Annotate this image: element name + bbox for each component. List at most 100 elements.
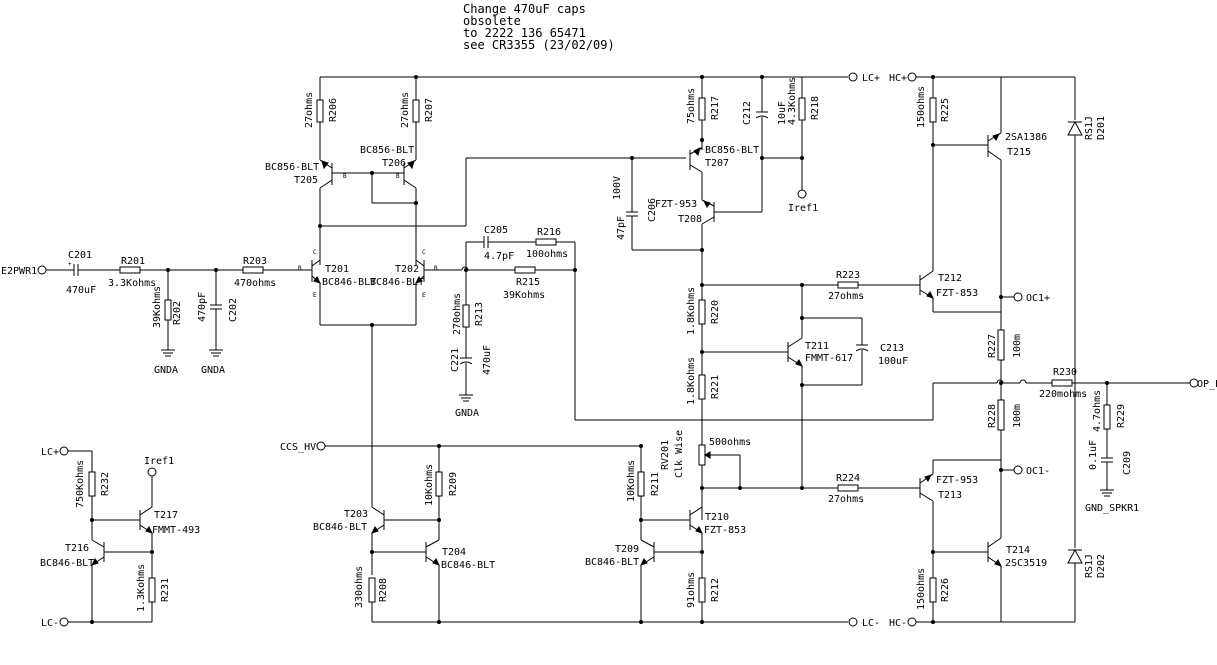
svg-text:+: + <box>68 261 72 268</box>
t217-ref: T217 <box>154 510 178 521</box>
iref-terminal-top[interactable] <box>797 189 807 199</box>
r211-value: 10Kohms <box>626 460 637 502</box>
input-stage: R206 27ohms R207 27ohms BC856-BLT T205 B… <box>265 77 686 500</box>
r217-value: 75ohms <box>686 88 697 124</box>
r221-value: 1.8Kohms <box>686 357 697 405</box>
t212-value: FZT-853 <box>936 288 978 299</box>
r209-ref: R209 <box>448 472 459 496</box>
t210-ref: T210 <box>705 512 729 523</box>
r206-value: 27ohms <box>304 92 315 128</box>
r230-resistor <box>1051 379 1073 387</box>
r230-ref: R230 <box>1053 367 1077 378</box>
c201-value: 470uF <box>66 285 96 296</box>
ccs-section: CCS_HV R209 10Kohms T203 BC846-BLT R208 … <box>280 441 746 622</box>
svg-text:E: E <box>422 292 426 299</box>
oc-minus-label: OC1- <box>1026 466 1050 477</box>
r209-resistor <box>435 471 443 497</box>
iref-label-bottom: Iref1 <box>144 456 174 467</box>
c212-ref: C212 <box>742 101 753 125</box>
t208-ref: T208 <box>678 214 702 225</box>
r224-value: 27ohms <box>828 494 864 505</box>
t206-value: BC856-BLT <box>360 145 414 156</box>
r226-ref: R226 <box>940 578 951 602</box>
r208-ref: R208 <box>378 578 389 602</box>
t209-ref: T209 <box>615 544 639 555</box>
r215-resistor <box>514 266 536 274</box>
r216-value: 100ohms <box>526 249 568 260</box>
rv201-note: Clk Wise <box>674 430 685 478</box>
r227-resistor <box>997 329 1005 361</box>
note-line-4: see CR3355 (23/02/09) <box>463 38 615 52</box>
lc-plus-terminal[interactable] <box>848 72 858 82</box>
r228-ref: R228 <box>987 404 998 428</box>
r209-value: 10Kohms <box>424 464 435 506</box>
t213-ref: T213 <box>938 490 962 501</box>
hc-minus-terminal[interactable] <box>907 617 917 627</box>
r208-resistor <box>368 577 376 603</box>
r203-resistor <box>242 266 264 274</box>
r223-resistor <box>837 281 859 289</box>
t208-value: FZT-953 <box>655 199 697 210</box>
r203-value: 470ohms <box>234 278 276 289</box>
t215-value: 2SA1386 <box>1005 132 1047 143</box>
input-terminal[interactable] <box>37 265 47 275</box>
svg-text:B: B <box>298 265 302 272</box>
r213-ref: R213 <box>474 302 485 326</box>
d201-ref: D201 <box>1096 116 1107 140</box>
r211-resistor <box>637 471 645 497</box>
output-label: OP_L <box>1197 379 1217 390</box>
c221-ref: C221 <box>450 348 461 372</box>
r224-ref: R224 <box>836 473 860 484</box>
oc-minus-terminal[interactable] <box>1013 465 1023 475</box>
r213-value: 270ohms <box>452 293 463 335</box>
hc-plus-label: HC+ <box>889 73 907 84</box>
r225-ref: R225 <box>940 98 951 122</box>
lc-plus-terminal-2[interactable] <box>59 446 69 456</box>
r206-ref: R206 <box>328 98 339 122</box>
r221-resistor <box>698 374 706 400</box>
ccs-terminal[interactable] <box>316 441 326 451</box>
r227-value: 100m <box>1012 334 1023 358</box>
r215-ref: R215 <box>516 277 540 288</box>
r232-ref: R232 <box>100 472 111 496</box>
hc-minus-label: HC- <box>889 618 907 629</box>
svg-text:B: B <box>396 173 400 180</box>
t201-ref: T201 <box>325 264 349 275</box>
output-terminal[interactable] <box>1189 378 1199 388</box>
c202-ref: C202 <box>228 298 239 322</box>
input-section: E2PWR1 C201 470uF + R201 3.3Kohms R202 3… <box>1 250 312 376</box>
r220-resistor <box>698 299 706 325</box>
c206-ref: C206 <box>647 198 658 222</box>
r202-ref: R202 <box>172 301 183 325</box>
oc-plus-label: OC1+ <box>1026 293 1050 304</box>
oc-plus-terminal[interactable] <box>1013 292 1023 302</box>
iref-terminal-bottom[interactable] <box>147 467 157 477</box>
lc-plus-label-2: LC+ <box>41 447 59 458</box>
change-note: Change 470uF caps obsolete to 2222 136 6… <box>463 2 615 52</box>
lc-minus-terminal-2[interactable] <box>59 617 69 627</box>
lc-minus-terminal[interactable] <box>848 617 858 627</box>
feedback-network: C205 4.7pF R216 100ohms R215 39Kohms R21… <box>450 225 1004 421</box>
r223-value: 27ohms <box>828 291 864 302</box>
c206-value: 47pF <box>616 216 627 240</box>
r203-ref: R203 <box>243 256 267 267</box>
hc-plus-terminal[interactable] <box>907 72 917 82</box>
r216-ref: R216 <box>537 227 561 238</box>
c202-value: 470pF <box>197 292 208 322</box>
lc-minus-rail: LC- <box>372 617 880 629</box>
lc-plus-label: LC+ <box>862 73 880 84</box>
c209-ref: C209 <box>1122 451 1133 475</box>
t216-ref: T216 <box>65 543 89 554</box>
c206-voltage: 100V <box>612 176 623 200</box>
r228-value: 100m <box>1012 404 1023 428</box>
t203-value: BC846-BLT <box>313 522 367 533</box>
c212-value: 10uF <box>777 101 788 125</box>
t209-value: BC846-BLT <box>585 557 639 568</box>
note-line-1: Change 470uF caps <box>463 2 586 16</box>
r218-resistor <box>798 97 806 121</box>
gnda-label-3: GNDA <box>455 408 479 419</box>
r215-value: 39Kohms <box>503 290 545 301</box>
r212-ref: R212 <box>710 578 721 602</box>
r229-ref: R229 <box>1116 404 1127 428</box>
